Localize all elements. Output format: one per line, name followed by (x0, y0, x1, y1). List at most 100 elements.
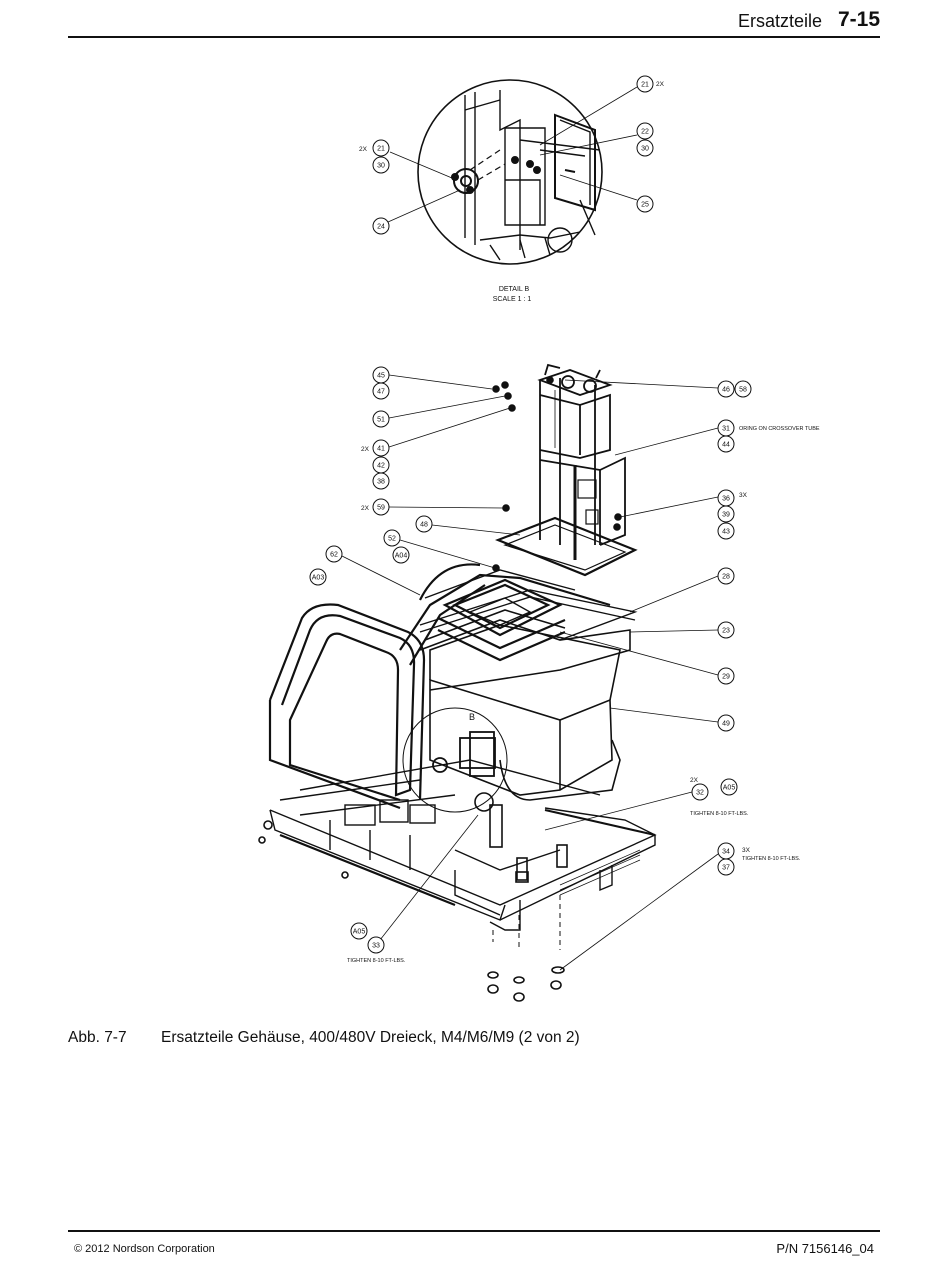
svg-text:34: 34 (722, 849, 730, 856)
callout-44: 44 (717, 435, 735, 453)
qty-2x: 2X (359, 146, 368, 153)
callout-a05b: A05 (350, 922, 368, 940)
svg-text:44: 44 (722, 442, 730, 449)
main-assembly-view (258, 363, 657, 1002)
detail-b-view (417, 79, 603, 265)
svg-text:A05: A05 (353, 929, 366, 936)
callout-59: 59 (372, 498, 390, 516)
svg-text:49: 49 (722, 721, 730, 728)
svg-text:39: 39 (722, 512, 730, 519)
qty-2x: 2X (361, 505, 370, 512)
svg-text:A05: A05 (723, 785, 736, 792)
svg-text:38: 38 (377, 479, 385, 486)
svg-text:22: 22 (641, 129, 649, 136)
svg-text:31: 31 (722, 426, 730, 433)
callout-45: 45 (372, 366, 390, 384)
callout-62: 62 (325, 545, 343, 563)
exploded-parts-drawing: 21 22 30 25 21 30 24 45 47 51 41 42 38 5… (258, 75, 820, 1002)
detail-title: DETAIL B (499, 286, 530, 293)
svg-text:24: 24 (377, 224, 385, 231)
svg-text:21: 21 (377, 146, 385, 153)
copyright: © 2012 Nordson Corporation (74, 1243, 215, 1255)
svg-text:32: 32 (696, 790, 704, 797)
callouts: 21 22 30 25 21 30 24 45 47 51 41 42 38 5… (309, 75, 752, 954)
page-number: 7-15 (837, 8, 880, 31)
callout-48: 48 (415, 515, 433, 533)
part-number: P/N 7156146_04 (776, 1241, 874, 1256)
qty-2x: 2X (656, 81, 665, 88)
svg-text:46: 46 (722, 387, 730, 394)
svg-text:30: 30 (641, 146, 649, 153)
svg-text:25: 25 (641, 202, 649, 209)
callout-58: 58 (734, 380, 752, 398)
svg-text:23: 23 (722, 628, 730, 635)
callout-43: 43 (717, 522, 735, 540)
annotation-notes: 2X 2X 2X 2X 3X 2X 3X ORING ON CROSSOVER … (347, 81, 820, 964)
callout-34: 34 (717, 842, 735, 860)
callout-24: 24 (372, 217, 390, 235)
oring-note: ORING ON CROSSOVER TUBE (739, 426, 820, 432)
svg-text:36: 36 (722, 496, 730, 503)
callout-36: 36 (717, 489, 735, 507)
svg-text:62: 62 (330, 552, 338, 559)
svg-text:45: 45 (377, 373, 385, 380)
figure-title: Ersatzteile Gehäuse, 400/480V Dreieck, M… (161, 1029, 580, 1046)
leader-lines (341, 86, 719, 971)
qty-2x: 2X (361, 446, 370, 453)
callout-a03: A03 (309, 568, 327, 586)
callout-30a: 30 (636, 139, 654, 157)
callout-23: 23 (717, 621, 735, 639)
callout-31: 31 (717, 419, 735, 437)
svg-text:43: 43 (722, 529, 730, 536)
svg-text:58: 58 (739, 387, 747, 394)
qty-3x: 3X (739, 492, 748, 499)
qty-3x: 3X (742, 847, 751, 854)
detail-scale: SCALE 1 : 1 (493, 296, 532, 303)
callout-32: 32 (691, 783, 709, 801)
callout-21a: 21 (636, 75, 654, 93)
callout-37: 37 (717, 858, 735, 876)
svg-text:29: 29 (722, 674, 730, 681)
callout-47: 47 (372, 382, 390, 400)
svg-text:41: 41 (377, 446, 385, 453)
callout-21b: 21 (372, 139, 390, 157)
svg-text:A04: A04 (395, 553, 408, 560)
svg-text:37: 37 (722, 865, 730, 872)
callout-41: 41 (372, 439, 390, 457)
svg-text:52: 52 (388, 536, 396, 543)
callout-30b: 30 (372, 156, 390, 174)
torque-note: TIGHTEN 8-10 FT-LBS. (742, 856, 801, 862)
svg-text:59: 59 (377, 505, 385, 512)
svg-text:33: 33 (372, 943, 380, 950)
callout-42: 42 (372, 456, 390, 474)
detail-marker: B (469, 712, 475, 722)
callout-29: 29 (717, 667, 735, 685)
svg-text:30: 30 (377, 163, 385, 170)
callout-a04: A04 (392, 546, 410, 564)
callout-25: 25 (636, 195, 654, 213)
svg-text:A03: A03 (312, 575, 325, 582)
callout-a05a: A05 (720, 778, 738, 796)
callout-39: 39 (717, 505, 735, 523)
qty-2x: 2X (690, 777, 699, 784)
figure-number: Abb. 7-7 (68, 1029, 127, 1046)
callout-33: 33 (367, 936, 385, 954)
page-footer: © 2012 Nordson Corporation P/N 7156146_0… (68, 1230, 880, 1262)
svg-text:51: 51 (377, 417, 385, 424)
callout-46: 46 (717, 380, 735, 398)
callout-51: 51 (372, 410, 390, 428)
section-title: Ersatzteile (737, 11, 822, 31)
svg-text:28: 28 (722, 574, 730, 581)
svg-text:48: 48 (420, 522, 428, 529)
svg-text:42: 42 (377, 463, 385, 470)
callout-52: 52 (383, 529, 401, 547)
torque-note: TIGHTEN 8-10 FT-LBS. (690, 811, 749, 817)
torque-note: TIGHTEN 8-10 FT-LBS. (347, 958, 406, 964)
svg-text:21: 21 (641, 82, 649, 89)
callout-28: 28 (717, 567, 735, 585)
page-header: Ersatzteile 7-15 (68, 6, 880, 38)
callout-22: 22 (636, 122, 654, 140)
callout-49: 49 (717, 714, 735, 732)
callout-38: 38 (372, 472, 390, 490)
svg-text:47: 47 (377, 389, 385, 396)
